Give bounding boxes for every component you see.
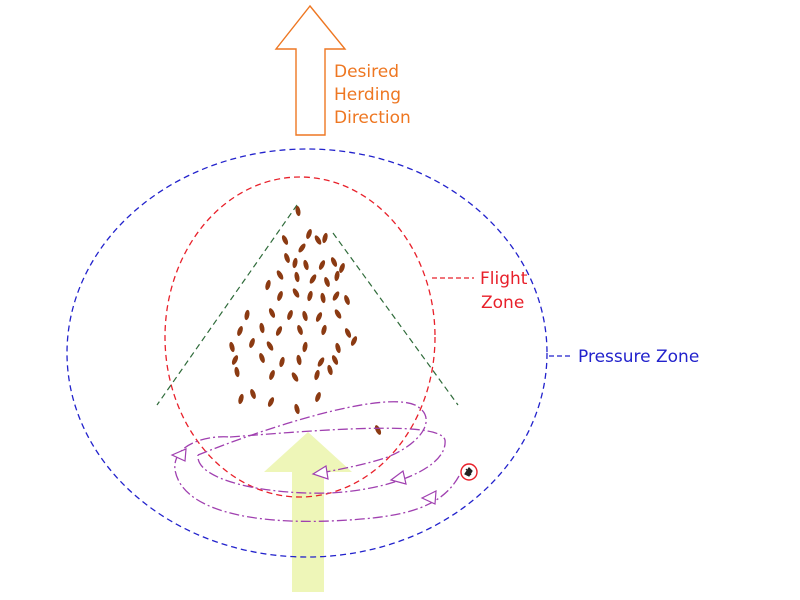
- cow-icon: [276, 270, 284, 280]
- pressure-zone-label: Pressure Zone: [578, 347, 699, 367]
- cow-icon: [324, 277, 330, 287]
- pressure-zone-ellipse: [66, 148, 548, 558]
- path-arrowhead-middle: [389, 469, 407, 485]
- cow-icon: [332, 291, 340, 301]
- handler-path: [170, 401, 460, 523]
- handler-path-outer-loop: [174, 436, 460, 523]
- handler-path-inner-loop: [197, 401, 427, 475]
- cow-icon: [330, 257, 338, 267]
- cow-icon: [344, 328, 352, 338]
- cow-icon: [281, 235, 289, 245]
- flight-zone-ellipse: [164, 176, 436, 498]
- cow-icon: [334, 270, 340, 282]
- cow-icon: [287, 310, 293, 320]
- cow-icon: [297, 325, 303, 335]
- cow-icon: [303, 259, 309, 271]
- cow-icon: [374, 425, 382, 435]
- cow-icon: [309, 274, 317, 284]
- cow-icon: [331, 355, 339, 365]
- cow-icon: [291, 372, 299, 382]
- path-arrowhead-inner: [311, 465, 329, 480]
- cow-icon: [314, 235, 322, 245]
- cow-icon: [307, 290, 313, 302]
- flight-zone-label-line-1: Flight: [480, 269, 528, 289]
- cow-icon: [268, 308, 276, 318]
- desired-direction-arrow: [274, 4, 347, 136]
- cow-icon: [229, 341, 235, 353]
- cow-icon: [267, 397, 275, 407]
- cow-icon: [335, 342, 341, 354]
- cow-icon: [275, 326, 283, 336]
- path-arrowhead-left: [170, 448, 187, 462]
- cow-icon: [250, 389, 256, 399]
- cow-icon: [318, 260, 326, 270]
- balance-line-right: [332, 232, 459, 406]
- path-arrowhead-bottom: [420, 489, 437, 505]
- cow-icon: [298, 243, 306, 253]
- cow-icon: [237, 326, 243, 336]
- cow-icon: [339, 263, 345, 273]
- cow-icon: [327, 364, 333, 376]
- cow-icon: [294, 271, 300, 283]
- handler-approach-arrow: [264, 432, 352, 592]
- cow-icon: [238, 393, 244, 405]
- cow-icon: [321, 324, 327, 336]
- cow-icon: [234, 366, 240, 378]
- cow-icon: [322, 232, 328, 244]
- cow-icon: [249, 338, 255, 348]
- cow-icon: [292, 288, 300, 298]
- handler-path-middle-loop: [197, 427, 446, 494]
- cow-icon: [334, 309, 342, 319]
- direction-label-line-1: Desired: [334, 62, 399, 82]
- cow-icon: [317, 357, 325, 367]
- cow-icon: [320, 292, 326, 304]
- cow-icon: [315, 392, 321, 402]
- handler-icon: [460, 463, 478, 481]
- cow-icon: [315, 312, 323, 322]
- herd: [229, 205, 382, 435]
- cow-icon: [296, 354, 302, 366]
- cow-icon: [269, 370, 275, 380]
- cow-icon: [279, 356, 285, 368]
- cow-icon: [284, 253, 290, 263]
- cow-icon: [277, 291, 283, 301]
- cow-icon: [244, 309, 250, 321]
- handler-figure: [464, 467, 473, 477]
- cow-icon: [265, 279, 271, 291]
- cow-icon: [344, 295, 350, 305]
- cow-icon: [266, 341, 274, 351]
- cow-icon: [259, 353, 265, 363]
- cow-icon: [306, 229, 312, 239]
- direction-label-line-2: Herding: [334, 85, 401, 105]
- cow-icon: [294, 403, 300, 415]
- cow-icon: [302, 341, 308, 353]
- cow-icon: [350, 336, 358, 346]
- balance-line-left: [156, 204, 298, 406]
- cow-icon: [231, 355, 239, 365]
- flight-zone-label-line-2: Zone: [481, 293, 524, 313]
- cow-icon: [259, 322, 265, 334]
- cow-icon: [302, 310, 308, 322]
- direction-label-line-3: Direction: [334, 108, 411, 128]
- cow-icon: [295, 205, 301, 217]
- cow-icon: [314, 369, 320, 381]
- cow-icon: [292, 257, 298, 269]
